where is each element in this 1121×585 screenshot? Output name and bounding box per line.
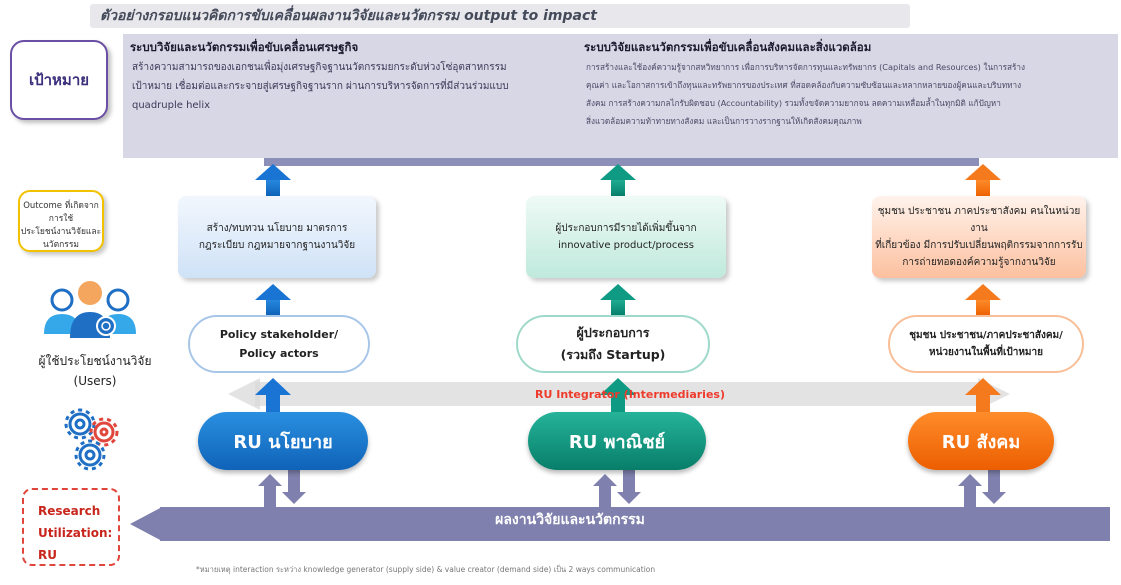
society-line: การสร้างและใช้องค์ความรู้จากสหวิทยาการ เ…: [586, 62, 1026, 72]
ru-box-line: Research: [38, 504, 101, 518]
outcome-policy-line: กฎระเบียบ กฎหมายจากฐานงานวิจัย: [198, 240, 356, 251]
outcome-business-line: innovative product/process: [558, 240, 694, 251]
ru-business: RU พาณิชย์: [528, 412, 706, 470]
output-bar: [130, 507, 1110, 541]
footnote: *หมายเหตุ interaction ระหว่าง knowledge …: [196, 565, 656, 574]
stakeholder-social: ชุมชน ประชาชน/ภาคประชาสังคม/ หน่วยงานในพ…: [888, 315, 1084, 373]
outcome-label-line: นวัตกรรม: [43, 240, 79, 250]
society-text: การสร้างและใช้องค์ความรู้จากสหวิทยาการ เ…: [586, 58, 1111, 130]
two-way-arrows: [258, 470, 1006, 508]
outcome-label: Outcome ที่เกิดจากการใช้ ประโยชน์งานวิจั…: [18, 190, 104, 252]
ru-social: RU สังคม: [908, 412, 1054, 470]
stakeholder-social-line: ชุมชน ประชาชน/ภาคประชาสังคม/: [909, 330, 1063, 341]
users-label: ผู้ใช้ประโยชน์งานวิจัย: [38, 354, 152, 368]
business-arrows: [600, 164, 636, 412]
stakeholder-policy-line: Policy actors: [239, 347, 319, 360]
ru-box-line: Utilization: RU: [38, 526, 113, 562]
economy-line: quadruple helix: [132, 100, 211, 111]
ru-policy: RU นโยบาย: [198, 412, 368, 470]
outcome-social-line: ที่เกี่ยวข้อง มีการปรับเปลี่ยนพฤติกรรมจา…: [875, 240, 1083, 251]
outcome-social-line: การถ่ายทอดองค์ความรู้จากงานวิจัย: [902, 257, 1056, 268]
economy-line: สร้างความสามารถของเอกชนเพื่อมุ่งเศรษฐกิจ…: [132, 62, 507, 73]
goal-panel: [123, 34, 1118, 158]
users-sublabel: (Users): [73, 374, 117, 388]
outcome-label-line: ประโยชน์งานวิจัยและ: [20, 227, 102, 237]
stakeholder-business-line: ผู้ประกอบการ: [576, 325, 650, 340]
users-icon: [44, 281, 136, 338]
stakeholder-policy: Policy stakeholder/ Policy actors: [188, 315, 370, 373]
society-line: สังคม การสร้างความกลไกรับผิดชอบ (Account…: [586, 98, 1001, 108]
outcome-social-line: ชุมชน ประชาชน ภาคประชาสังคม คนในหน่วยงาน: [877, 206, 1081, 234]
integrator-label: RU Integrator (Intermediaries): [535, 388, 725, 401]
outcome-business: ผู้ประกอบการมีรายได้เพิ่มขึ้นจาก innovat…: [526, 196, 726, 278]
research-utilization-box: Research Utilization: RU: [22, 488, 120, 566]
society-line: คุณค่า และโอกาสการเข้าถึงทุนและทรัพยากรข…: [586, 80, 1022, 90]
outcome-social: ชุมชน ประชาชน ภาคประชาสังคม คนในหน่วยงาน…: [872, 196, 1086, 278]
stakeholder-business-line: (รวมถึง Startup): [560, 347, 666, 362]
economy-text: สร้างความสามารถของเอกชนเพื่อมุ่งเศรษฐกิจ…: [132, 58, 572, 115]
stakeholder-business: ผู้ประกอบการ (รวมถึง Startup): [516, 315, 710, 373]
output-label: ผลงานวิจัยและนวัตกรรม: [495, 512, 645, 528]
stakeholder-policy-line: Policy stakeholder/: [219, 328, 339, 341]
social-arrows: [965, 164, 1001, 412]
page-title: ตัวอย่างกรอบแนวคิดการขับเคลื่อนผลงานวิจั…: [90, 4, 910, 28]
stakeholder-social-line: หน่วยงานในพื้นที่เป้าหมาย: [928, 347, 1043, 358]
gears-icon: [64, 408, 119, 471]
outcome-policy-line: สร้าง/ทบทวน นโยบาย มาตรการ: [206, 223, 348, 234]
society-line: สิ่งแวดล้อมความท้าทายทางสังคม และเป็นการ…: [586, 116, 862, 126]
outcome-policy: สร้าง/ทบทวน นโยบาย มาตรการ กฎระเบียบ กฎห…: [178, 196, 376, 278]
outcome-business-line: ผู้ประกอบการมีรายได้เพิ่มขึ้นจาก: [555, 223, 697, 234]
economy-heading: ระบบวิจัยและนวัตกรรมเพื่อขับเคลื่อนเศรษฐ…: [130, 40, 359, 54]
outcome-label-line: Outcome ที่เกิดจากการใช้: [23, 201, 99, 224]
policy-arrows: [255, 164, 291, 412]
goal-label: เป้าหมาย: [10, 40, 108, 120]
economy-line: เป้าหมาย เชื่อมต่อและกระจายสู่เศรษฐกิจฐา…: [132, 81, 509, 92]
society-heading: ระบบวิจัยและนวัตกรรมเพื่อขับเคลื่อนสังคม…: [584, 40, 872, 54]
